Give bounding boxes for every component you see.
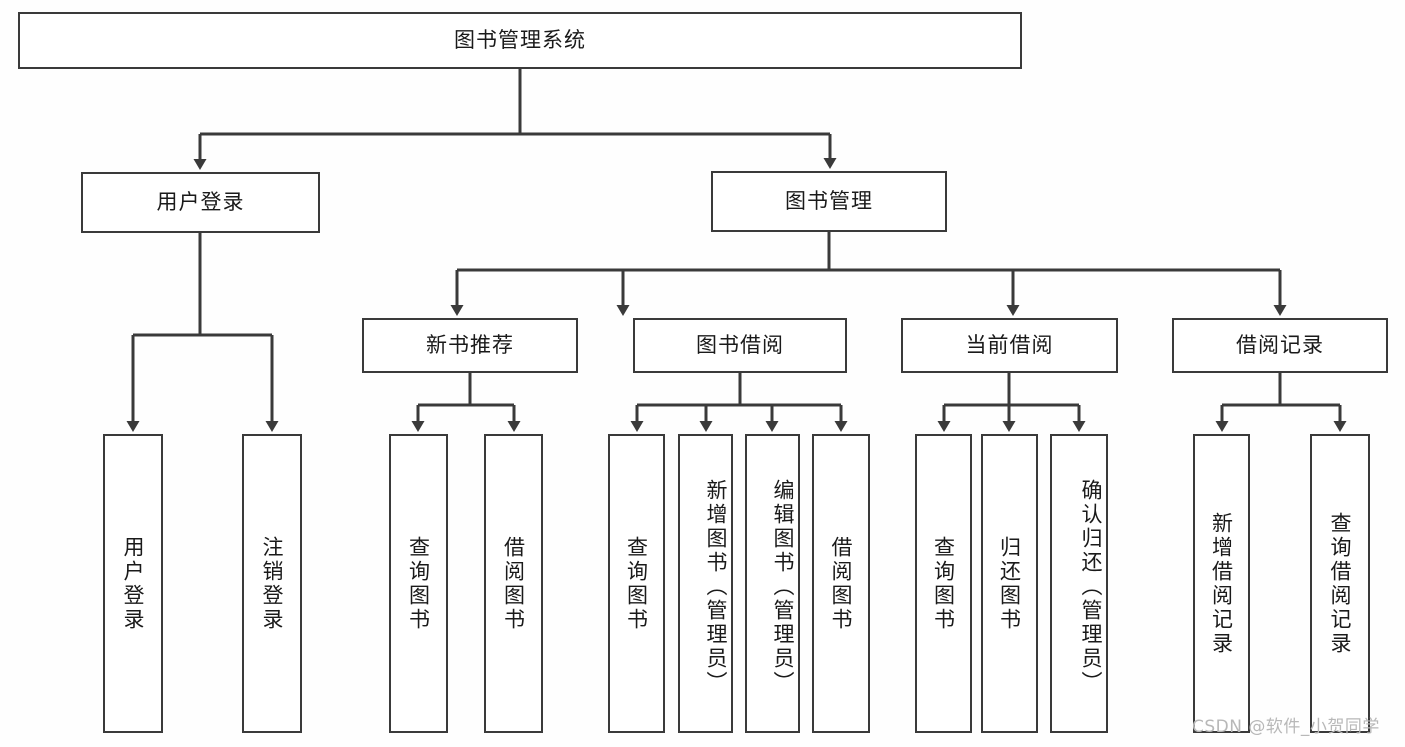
node-label: 图书管理系统: [454, 27, 586, 52]
node-borrow-record[interactable]: 借阅记录: [1172, 318, 1388, 373]
node-label: 用户登录: [156, 189, 245, 214]
node-label: 图书借阅: [696, 332, 784, 357]
node-leaf-edit-book[interactable]: 编辑图书（管理员）: [745, 434, 800, 733]
node-current-borrow[interactable]: 当前借阅: [901, 318, 1118, 373]
node-leaf-borrow-book-1[interactable]: 借阅图书: [484, 434, 543, 733]
node-label: 当前借阅: [965, 332, 1054, 357]
node-label: 图书管理: [785, 188, 873, 213]
csdn-watermark: CSDN @软件_小贺同学: [1192, 717, 1380, 737]
node-leaf-query-book-1[interactable]: 查询图书: [389, 434, 448, 733]
node-leaf-add-record[interactable]: 新增借阅记录: [1193, 434, 1250, 733]
node-leaf-add-book[interactable]: 新增图书（管理员）: [678, 434, 733, 733]
node-leaf-query-book-2[interactable]: 查询图书: [608, 434, 665, 733]
node-leaf-return-book[interactable]: 归还图书: [981, 434, 1038, 733]
node-leaf-logout[interactable]: 注销登录: [242, 434, 302, 733]
node-book-management-system[interactable]: 图书管理系统: [18, 12, 1022, 69]
node-new-book-rec[interactable]: 新书推荐: [362, 318, 578, 373]
node-book-borrow[interactable]: 图书借阅: [633, 318, 847, 373]
node-leaf-borrow-book-2[interactable]: 借阅图书: [812, 434, 870, 733]
node-label: 借阅记录: [1236, 332, 1324, 357]
node-book-manage[interactable]: 图书管理: [711, 171, 947, 232]
node-leaf-confirm-return[interactable]: 确认归还（管理员）: [1050, 434, 1108, 733]
node-leaf-query-book-3[interactable]: 查询图书: [915, 434, 972, 733]
node-leaf-query-record[interactable]: 查询借阅记录: [1310, 434, 1370, 733]
node-leaf-user-login[interactable]: 用户登录: [103, 434, 163, 733]
node-user-login[interactable]: 用户登录: [81, 172, 320, 233]
node-label: 新书推荐: [426, 332, 514, 357]
